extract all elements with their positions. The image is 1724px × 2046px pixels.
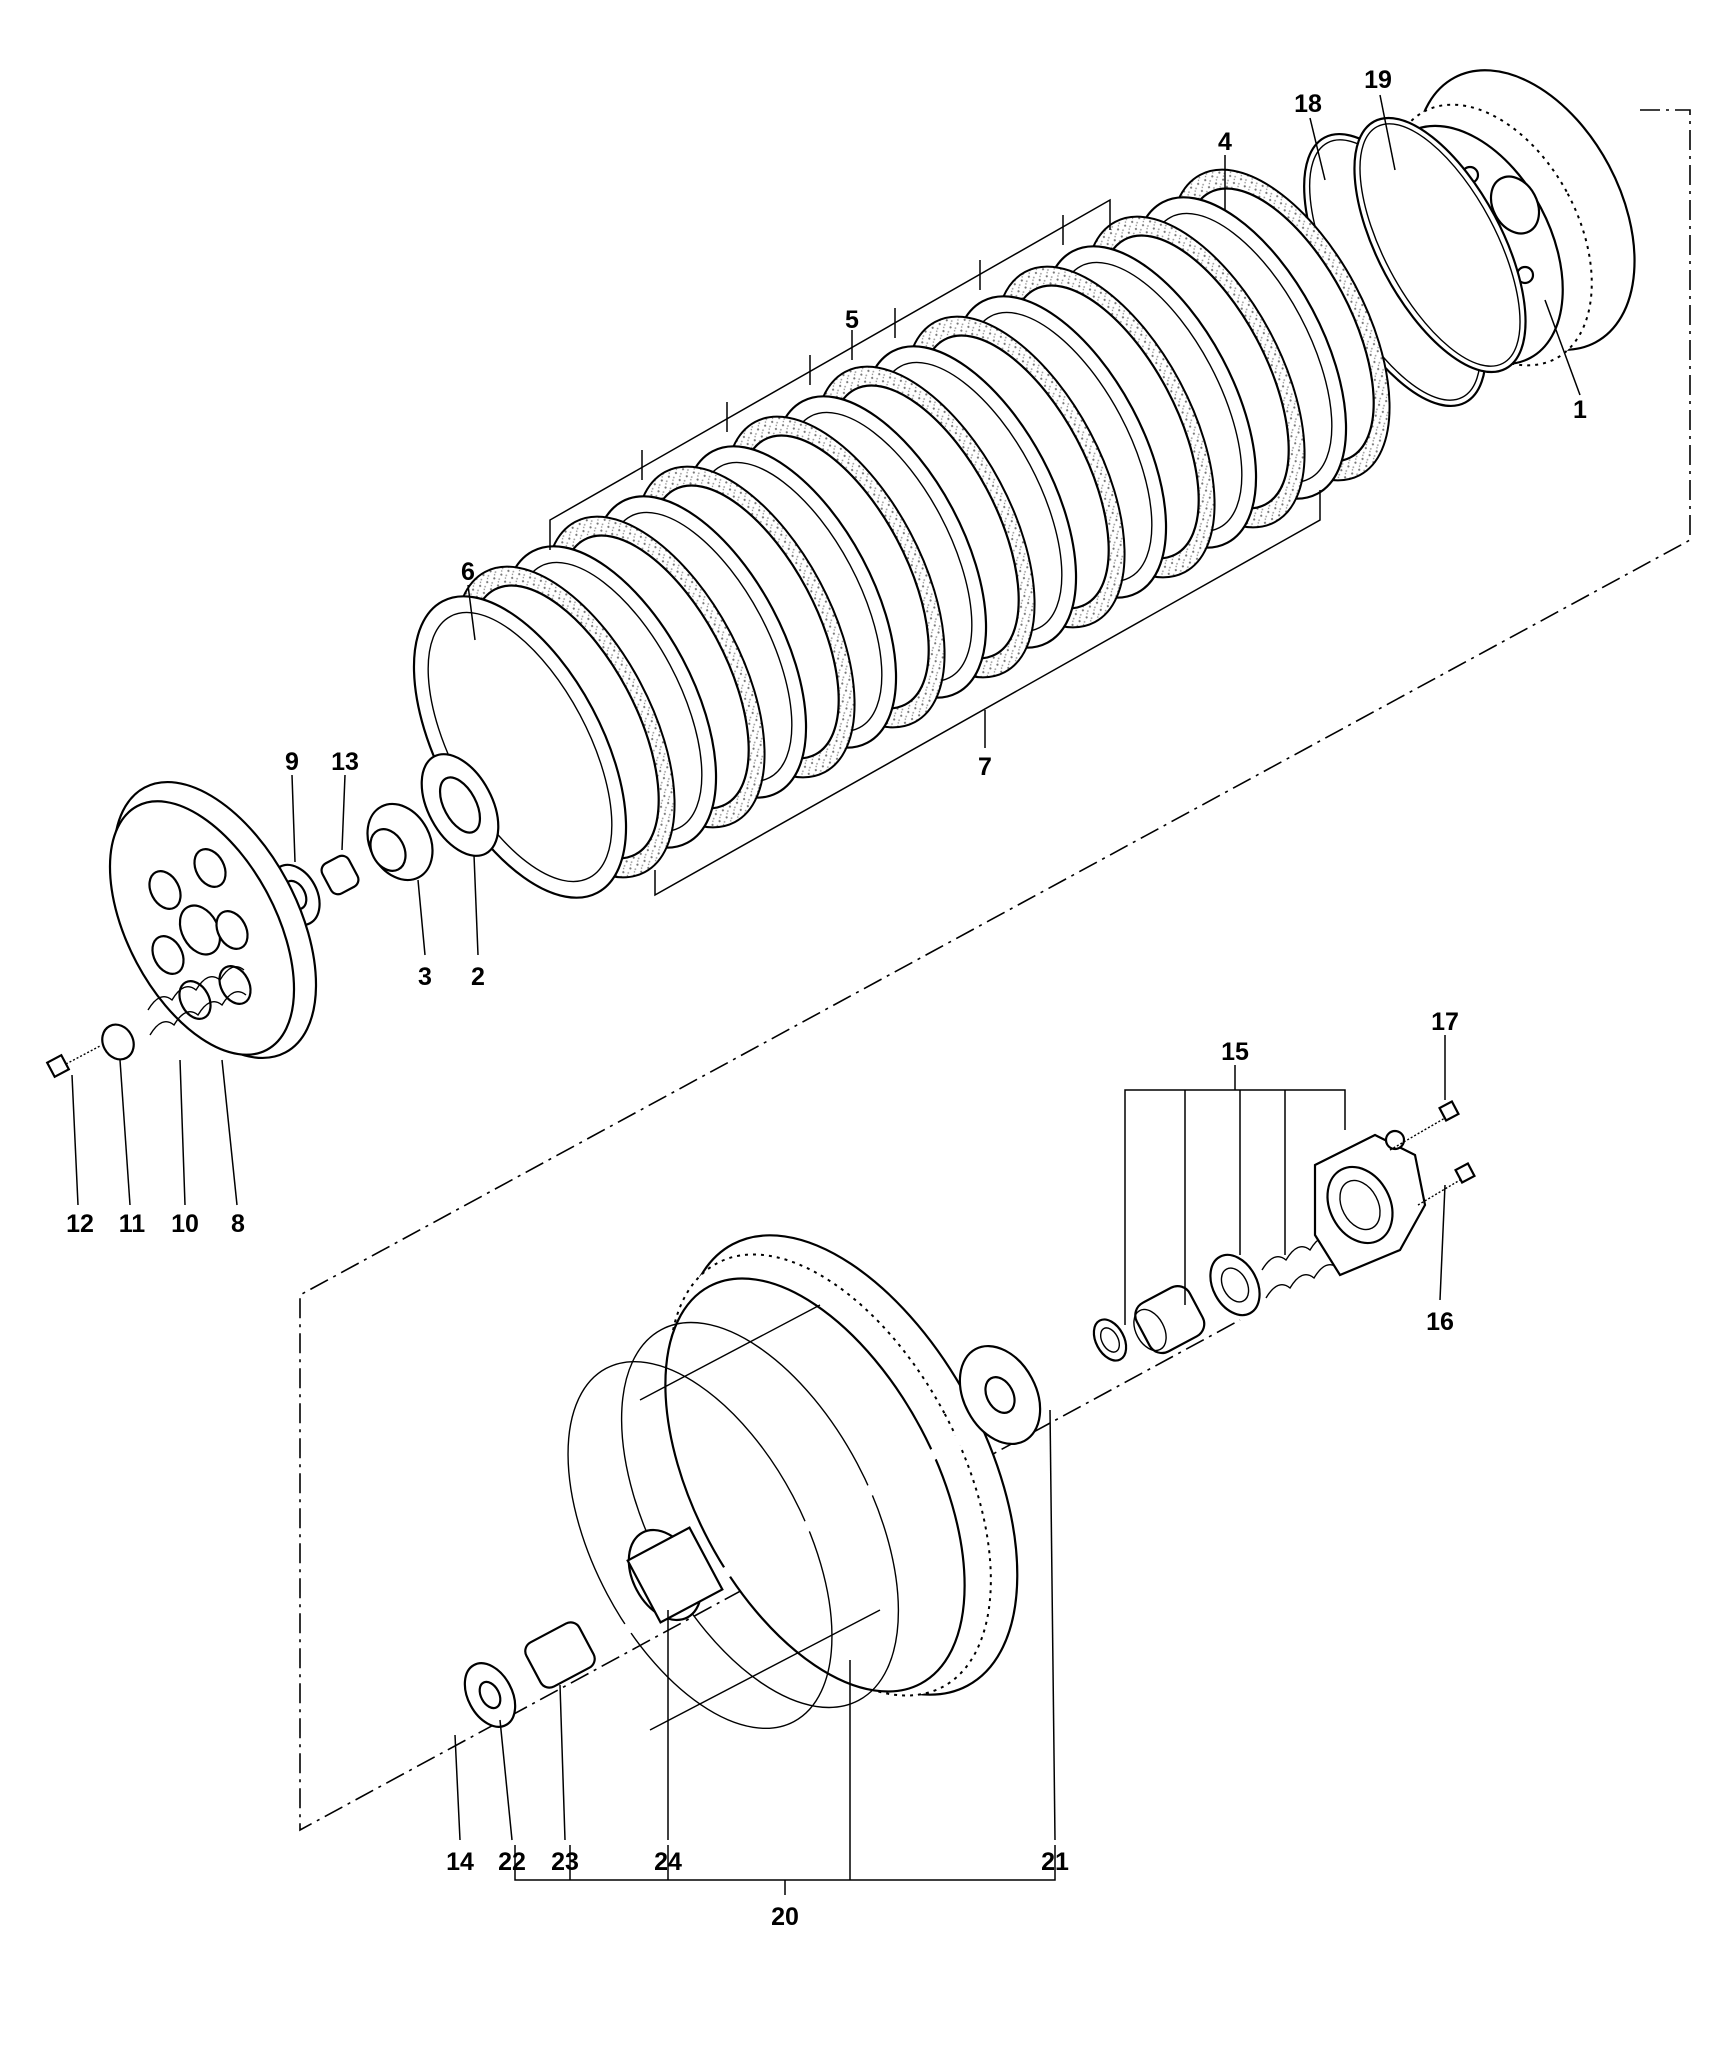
callout-6: 6 bbox=[461, 558, 475, 586]
thrust-washer-22 bbox=[463, 1662, 517, 1728]
slave-cylinder bbox=[1313, 1129, 1427, 1277]
callout-labels: 1 19 18 4 5 6 7 9 13 3 2 12 11 10 8 15 1… bbox=[66, 66, 1587, 1931]
lip-seal bbox=[1209, 1253, 1261, 1317]
o-ring-19 bbox=[1353, 116, 1527, 374]
callout-9: 9 bbox=[285, 748, 299, 776]
splined-sleeve bbox=[626, 1526, 724, 1624]
spring-cup bbox=[101, 1023, 135, 1061]
callout-21: 21 bbox=[1041, 1848, 1069, 1876]
callout-11: 11 bbox=[119, 1210, 146, 1238]
assembly-axis-lines bbox=[299, 109, 1691, 1832]
callout-5: 5 bbox=[845, 306, 859, 334]
pressure-plate bbox=[108, 780, 318, 1060]
callout-22: 22 bbox=[498, 1848, 526, 1876]
callout-18: 18 bbox=[1294, 90, 1322, 118]
callout-20: 20 bbox=[771, 1903, 799, 1931]
thrust-washer-21 bbox=[958, 1344, 1042, 1446]
callout-3: 3 bbox=[418, 963, 432, 991]
bushing bbox=[320, 854, 360, 896]
callout-7: 7 bbox=[978, 753, 992, 781]
splined-washer bbox=[420, 753, 500, 857]
callout-23: 23 bbox=[551, 1848, 579, 1876]
seal-ring-small bbox=[1092, 1318, 1128, 1362]
callout-10: 10 bbox=[171, 1210, 199, 1238]
bolt-16 bbox=[1417, 1162, 1476, 1206]
callout-24: 24 bbox=[654, 1848, 682, 1876]
spring bbox=[147, 966, 247, 1036]
hub-nut bbox=[366, 802, 434, 882]
callout-15: 15 bbox=[1221, 1038, 1249, 1066]
clutch-basket bbox=[567, 1234, 1019, 1731]
callout-2: 2 bbox=[471, 963, 485, 991]
bolt-17 bbox=[1389, 1100, 1460, 1151]
input-shaft bbox=[409, 1359, 1096, 1756]
callout-8: 8 bbox=[231, 1210, 245, 1238]
bolt bbox=[45, 1045, 101, 1079]
clutch-plate-stack bbox=[412, 168, 1391, 899]
callout-16: 16 bbox=[1426, 1308, 1454, 1336]
callout-1: 1 bbox=[1573, 396, 1587, 424]
callout-12: 12 bbox=[66, 1210, 94, 1238]
callout-17: 17 bbox=[1431, 1008, 1459, 1036]
callout-4: 4 bbox=[1218, 128, 1232, 156]
bushing-23 bbox=[524, 1621, 596, 1689]
callout-19: 19 bbox=[1364, 66, 1392, 94]
callout-13: 13 bbox=[331, 748, 359, 776]
leader-lines bbox=[71, 94, 1581, 1895]
callout-14: 14 bbox=[446, 1848, 474, 1876]
piston bbox=[1133, 1285, 1206, 1355]
